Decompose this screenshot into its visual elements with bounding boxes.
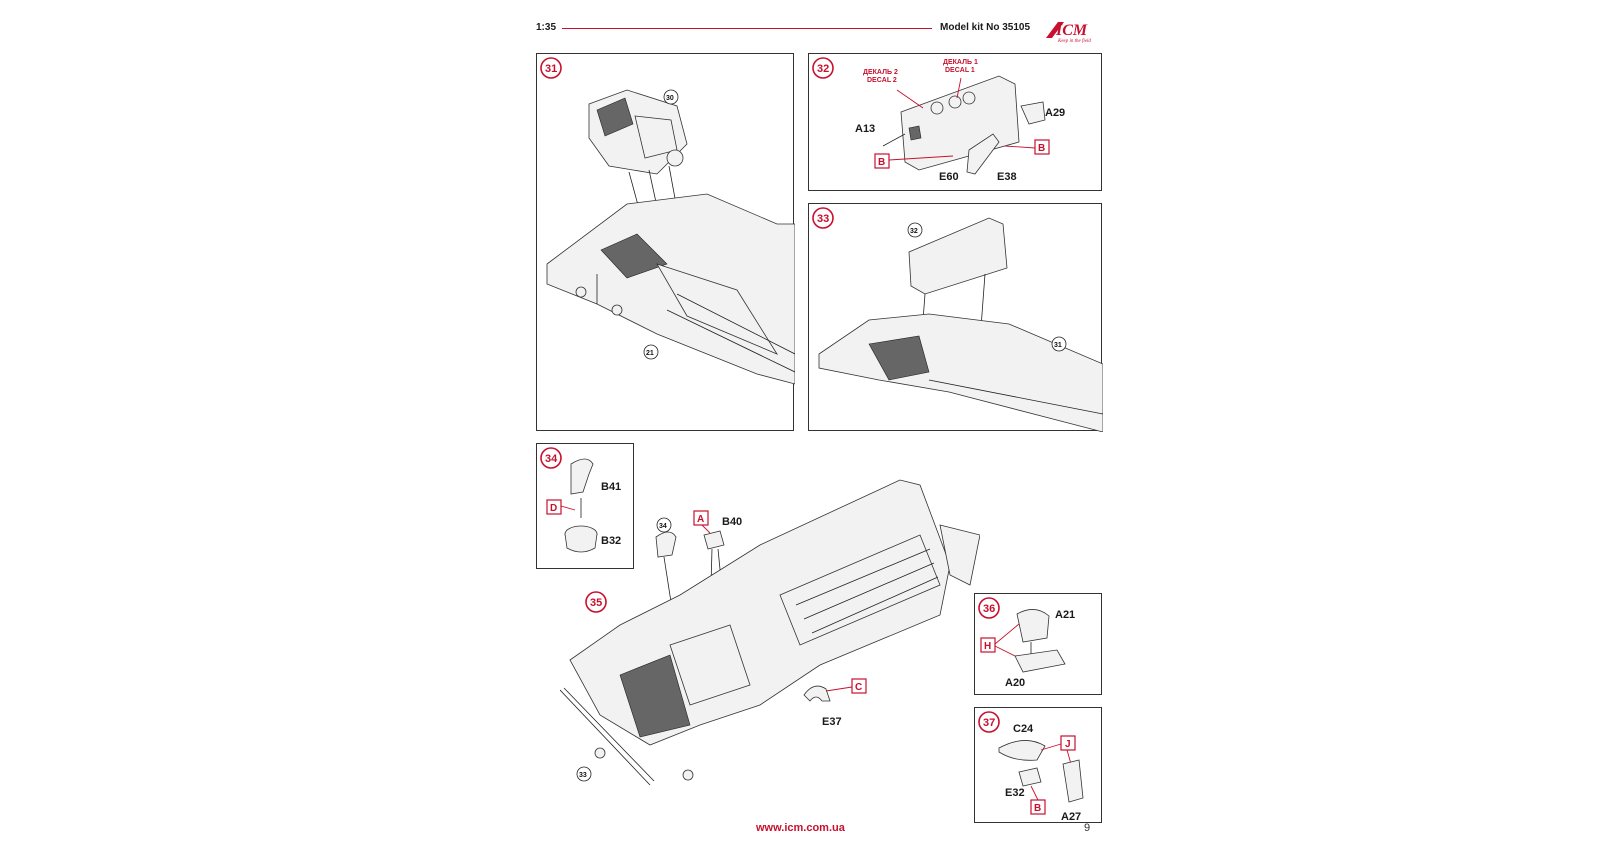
callout-c-text: C xyxy=(855,682,862,693)
part-b32: B32 xyxy=(601,535,621,547)
ref-34: 34 xyxy=(659,523,667,530)
decal-1-en: DECAL 1 xyxy=(945,67,975,74)
callout-j-text: J xyxy=(1065,739,1071,750)
dashboard-panel xyxy=(900,75,1020,175)
part-a27-shape xyxy=(1062,759,1084,803)
part-c24: C24 xyxy=(1013,723,1034,735)
ref-circle-33 xyxy=(576,766,592,782)
hull-sub xyxy=(818,313,1103,432)
ref-circle-31 xyxy=(1051,336,1067,352)
part-e38: E38 xyxy=(997,171,1017,183)
callout-b-left-text: B xyxy=(878,157,885,168)
callout-a-text: A xyxy=(697,514,704,525)
dashboard-sub xyxy=(908,217,1008,295)
step-34-badge xyxy=(540,447,562,469)
stack-34-shape xyxy=(655,531,677,558)
step-37-panel: 37 C24 J E32 B A27 xyxy=(974,707,1102,823)
logo-star-shape xyxy=(1046,22,1064,38)
footer-url[interactable]: www.icm.com.ua xyxy=(756,822,845,834)
step-31-number: 31 xyxy=(545,63,557,75)
step-33-badge xyxy=(812,207,834,229)
kit-number: Model kit No 35105 xyxy=(940,22,1031,33)
callout-h xyxy=(980,637,996,653)
part-e32-shape xyxy=(1018,767,1042,787)
part-e37-shape xyxy=(803,685,831,702)
ref-circle-30 xyxy=(663,89,679,105)
hull-chassis xyxy=(546,193,795,385)
ref-circle-34 xyxy=(656,517,672,533)
part-a20: A20 xyxy=(1005,677,1025,689)
step-35-area: 35 34 A B40 C E37 xyxy=(560,479,980,786)
part-a29: A29 xyxy=(1045,107,1065,119)
decal-1-ru: ДЕКАЛЬ 1 xyxy=(943,59,978,66)
ref-30: 30 xyxy=(666,95,674,102)
step-31-panel: 31 30 xyxy=(536,53,795,431)
step-34-number: 34 xyxy=(545,453,558,465)
step-35-badge xyxy=(585,591,607,613)
step-36-number: 36 xyxy=(983,603,995,615)
decal-2-en: DECAL 2 xyxy=(867,77,897,84)
header-rule xyxy=(562,28,932,29)
step-34-panel: 34 B41 D B32 xyxy=(536,443,634,569)
step-32-number: 32 xyxy=(817,63,829,75)
part-e60: E60 xyxy=(939,171,959,183)
callout-a xyxy=(693,510,709,526)
part-e37: E37 xyxy=(822,716,842,728)
callout-b-left xyxy=(874,153,890,169)
step-32-badge xyxy=(812,57,834,79)
part-a29-shape xyxy=(1020,101,1046,125)
callout-j xyxy=(1060,735,1076,751)
hull-open-top xyxy=(560,479,980,786)
page-number: 9 xyxy=(1084,822,1091,834)
step-36-badge xyxy=(978,597,1000,619)
icm-logo: ICM Keep in the field xyxy=(1046,22,1091,44)
logo-wordmark: ICM xyxy=(1055,22,1088,39)
step-37-number: 37 xyxy=(983,717,995,729)
step-31-badge xyxy=(540,57,562,79)
part-b41: B41 xyxy=(601,481,621,493)
ref-circle-21 xyxy=(643,344,659,360)
part-a13: A13 xyxy=(855,123,875,135)
step-37-badge xyxy=(978,711,1000,733)
part-b41-shape xyxy=(570,458,594,495)
step-33-panel: 33 32 31 xyxy=(808,203,1103,432)
logo-tagline: Keep in the field xyxy=(1057,39,1091,44)
part-b32-shape xyxy=(564,533,598,553)
ref-32: 32 xyxy=(910,228,918,235)
callout-c xyxy=(851,678,867,694)
ref-33: 33 xyxy=(579,772,587,779)
part-c24-shape xyxy=(998,740,1046,761)
step-33-number: 33 xyxy=(817,213,829,225)
callout-b-right-text: B xyxy=(1038,143,1045,154)
part-a21-shape xyxy=(1016,609,1050,643)
step-36-panel: 36 A21 H A20 xyxy=(974,593,1102,695)
step-32-panel: 32 ДЕКАЛЬ 2 DECAL 2 ДЕКАЛЬ 1 DECAL 1 A29… xyxy=(808,53,1102,191)
part-a21: A21 xyxy=(1055,609,1075,621)
callout-b-text: B xyxy=(1034,803,1041,814)
decal-2-ru: ДЕКАЛЬ 2 xyxy=(863,69,898,76)
callout-d-text: D xyxy=(550,503,557,514)
ref-21: 21 xyxy=(646,350,654,357)
scale-label: 1:35 xyxy=(536,22,557,33)
part-a20-shape xyxy=(1014,649,1066,673)
ref-circle-32 xyxy=(907,222,923,238)
callout-h-text: H xyxy=(984,641,991,652)
step-35-number: 35 xyxy=(590,597,602,609)
engine-assembly xyxy=(588,89,688,175)
part-b40: B40 xyxy=(722,516,742,528)
callout-d xyxy=(546,499,562,515)
ref-31: 31 xyxy=(1054,342,1062,349)
callout-b-right xyxy=(1034,139,1050,155)
part-b40-shape xyxy=(703,530,725,550)
part-a27: A27 xyxy=(1061,811,1081,823)
part-e32: E32 xyxy=(1005,787,1025,799)
